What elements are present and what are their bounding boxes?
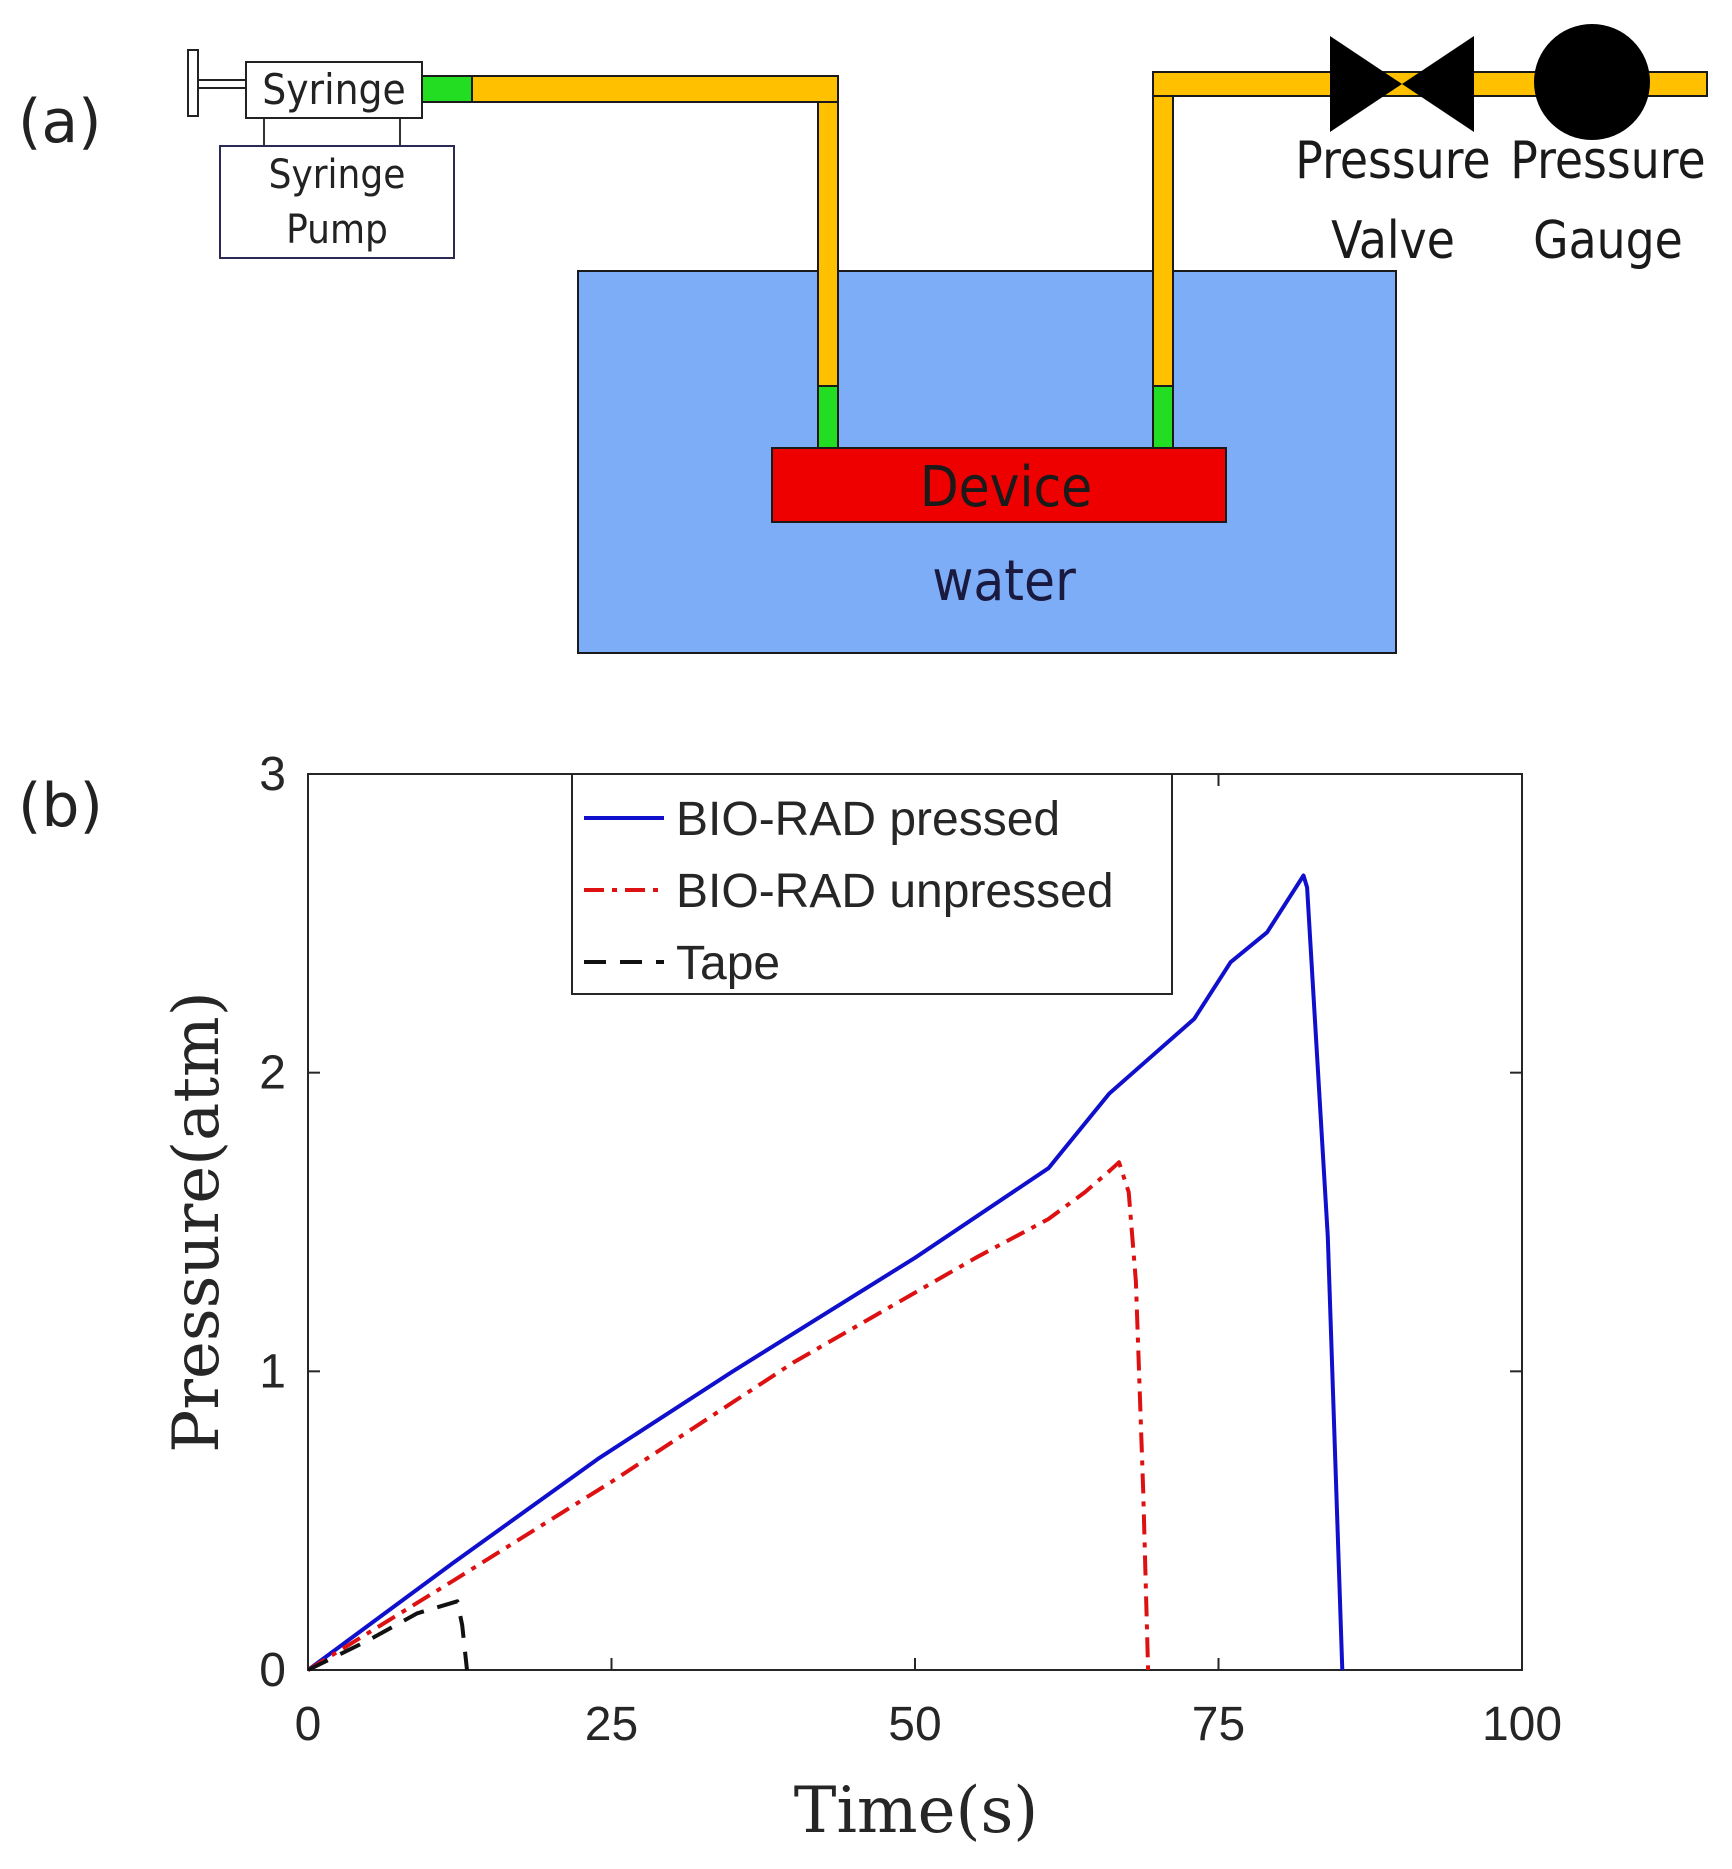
y-tick-label: 3	[259, 748, 286, 801]
syringe-connector	[421, 75, 473, 103]
series-line-2	[306, 1160, 1151, 1672]
panel-b: (b) 0 25 50 75 100 0 1 2 3 Time(s) Pressure(atm…	[18, 748, 1562, 1848]
x-tick-label: 25	[585, 1698, 638, 1751]
water-label: water	[932, 548, 1076, 613]
y-axis-title: Pressure(atm)	[160, 991, 234, 1452]
x-tick-label: 50	[888, 1698, 941, 1751]
outlet-tube-vertical	[1152, 95, 1174, 387]
gauge-label-line1: Pressure	[1510, 130, 1705, 191]
panel-a: (a) Syringe Pump Syringe Device water Pr…	[18, 24, 1708, 654]
series-line-1	[306, 873, 1345, 1672]
y-tick-label: 2	[259, 1047, 286, 1100]
x-tick-label: 100	[1482, 1698, 1562, 1751]
y-tick-label: 0	[259, 1644, 286, 1697]
pressure-gauge-icon	[1534, 24, 1650, 140]
panel-b-label: (b)	[18, 771, 103, 841]
syringe-barrel	[245, 61, 423, 119]
inlet-connector	[817, 385, 839, 449]
x-axis: 0 25 50 75 100	[295, 774, 1562, 1751]
pump-label-line2: Pump	[286, 206, 388, 252]
legend-label-2: BIO-RAD unpressed	[676, 865, 1114, 918]
device-label: Device	[920, 454, 1092, 519]
syringe-pump	[219, 145, 455, 259]
inlet-tube-horizontal	[471, 75, 839, 103]
legend-box	[571, 773, 1173, 995]
x-tick-label: 0	[295, 1698, 322, 1751]
device	[771, 447, 1227, 523]
syringe-label: Syringe	[262, 66, 406, 114]
valve-label-line2: Valve	[1331, 210, 1455, 271]
legend-label-3: Tape	[676, 937, 780, 990]
y-axis: 0 1 2 3	[259, 748, 1522, 1697]
panel-a-label: (a)	[18, 87, 102, 157]
valve-label-line1: Pressure	[1295, 130, 1490, 191]
inlet-tube-vertical	[817, 101, 839, 387]
outlet-connector	[1152, 385, 1174, 449]
y-tick-label: 1	[259, 1345, 286, 1398]
x-axis-title: Time(s)	[794, 1774, 1039, 1848]
pressure-valve-icon	[1330, 36, 1474, 132]
legend-label-1: BIO-RAD pressed	[676, 793, 1060, 846]
pump-label-line1: Syringe	[269, 151, 406, 197]
series-line-3	[307, 1599, 469, 1672]
x-tick-label: 75	[1192, 1698, 1245, 1751]
plunger-rod	[197, 79, 247, 89]
series-layer	[306, 873, 1345, 1672]
gauge-label-line2: Gauge	[1533, 210, 1683, 271]
plunger-handle	[187, 49, 199, 117]
